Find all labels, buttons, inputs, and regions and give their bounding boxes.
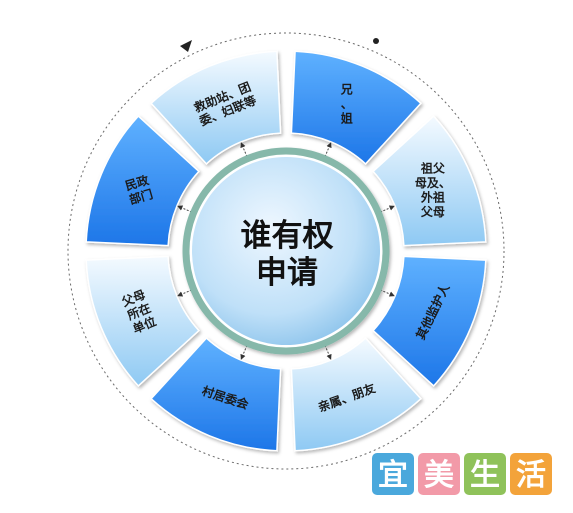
connector-arrow-civil-affairs bbox=[177, 205, 192, 213]
center-title-line2: 申请 bbox=[256, 255, 318, 291]
logo-tile bbox=[510, 453, 552, 495]
logo-tile bbox=[418, 453, 460, 495]
connector-arrow-grandparents bbox=[380, 205, 395, 213]
ring-arrow-icon bbox=[180, 40, 192, 52]
segment-label-civil-affairs: 民政部门 bbox=[123, 172, 155, 207]
segment-label-line: 祖父 bbox=[420, 160, 446, 175]
segment-label-line: 外祖 bbox=[421, 189, 445, 204]
segment-civil-affairs bbox=[85, 115, 200, 247]
segment-grandparents bbox=[372, 115, 487, 247]
ring-end-dot bbox=[373, 38, 379, 44]
segment-label-line: 部门 bbox=[127, 186, 154, 207]
connector-arrow-relatives bbox=[324, 345, 332, 360]
segment-label-line: 兄 bbox=[340, 83, 353, 97]
segment-label-siblings: 兄、姐 bbox=[340, 83, 353, 126]
logo-char: 活 bbox=[516, 458, 546, 493]
segment-workplace bbox=[85, 255, 200, 387]
segment-label-line: 、 bbox=[341, 97, 353, 111]
segment-rescue bbox=[150, 50, 282, 165]
outer-dashed-ring bbox=[67, 32, 505, 470]
connector-arrow-village bbox=[240, 345, 248, 360]
segment-village bbox=[150, 337, 282, 452]
segment-label-grandparents: 祖父母及、外祖父母 bbox=[415, 160, 451, 219]
connector-arrow-siblings bbox=[324, 142, 332, 157]
logo-tile bbox=[464, 453, 506, 495]
center-circle bbox=[192, 157, 380, 345]
segment-label-line: 民政 bbox=[123, 172, 151, 193]
segment-siblings bbox=[290, 50, 422, 165]
segment-relatives bbox=[290, 337, 422, 452]
logo-char: 宜 bbox=[378, 458, 408, 493]
connector-arrow-workplace bbox=[177, 289, 192, 297]
segment-label-line: 母及、 bbox=[415, 176, 451, 190]
connector-arrow-rescue bbox=[240, 142, 248, 157]
logo-char: 美 bbox=[424, 458, 454, 493]
segment-label-line: 父母 bbox=[420, 205, 445, 219]
brand-logo: 宜美生活 bbox=[372, 453, 552, 495]
logo-tile bbox=[372, 453, 414, 495]
center-title-line1: 谁有权 bbox=[241, 218, 334, 254]
logo-char: 生 bbox=[470, 458, 500, 493]
segment-label-line: 姐 bbox=[341, 111, 353, 126]
connector-arrow-guardian bbox=[380, 289, 395, 297]
segment-guardian bbox=[372, 255, 487, 387]
